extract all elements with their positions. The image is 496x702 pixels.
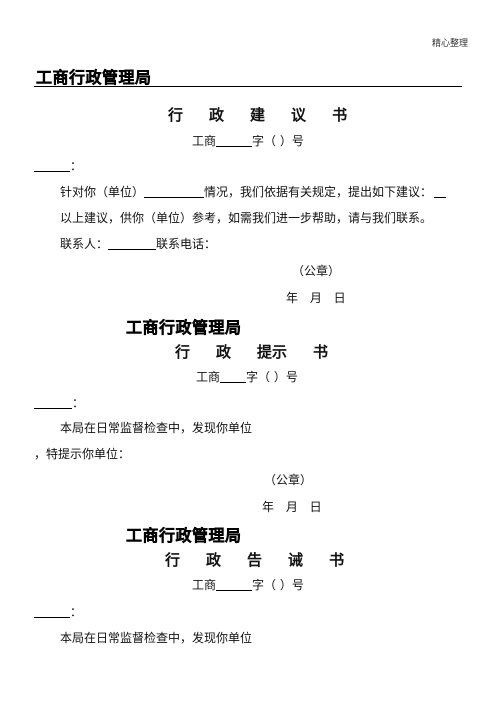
sec3-org-title: 工商行政管理局 — [126, 526, 242, 545]
sec2-body-line2: ，特提示你单位： — [34, 447, 131, 461]
addressee-blank[interactable] — [34, 160, 70, 172]
sec1-body-line2: 以上建议，供你（单位）参考，如需我们进一步帮助，请与我们联系。 — [60, 211, 433, 225]
addressee-blank[interactable] — [34, 606, 70, 618]
sec3-body-line1: 本局在日常监督检查中，发现你单位 — [60, 631, 253, 645]
number-blank[interactable] — [216, 135, 253, 147]
sec1-addressee: ： — [34, 157, 82, 174]
header-note: 精心整理 — [431, 39, 468, 49]
org-title: 工商行政管理局 — [36, 68, 152, 87]
addressee-blank[interactable] — [34, 397, 72, 409]
sec1-number: 工商字（ ）号 — [192, 134, 304, 148]
sec1-seal: （公章） — [292, 264, 341, 278]
sec1-date: 年 月 日 — [286, 291, 346, 305]
contact-blank[interactable] — [108, 238, 157, 250]
sec1-body-line1: 针对你（单位）情况，我们依据有关规定，提出如下建议： — [60, 183, 447, 200]
situation-blank[interactable] — [144, 186, 205, 198]
sec2-seal: （公章） — [264, 473, 313, 487]
sec3-number: 工商字（ ）号 — [192, 578, 304, 592]
sec1-title: 行政建议书 — [168, 106, 348, 124]
sec2-date: 年 月 日 — [262, 500, 322, 514]
sec3-addressee: ： — [34, 603, 82, 620]
sec3-title: 行政告诫书 — [165, 551, 345, 569]
sec1-contact: 联系人：联系电话： — [60, 237, 217, 251]
sec2-org-title: 工商行政管理局 — [126, 318, 242, 337]
number-blank[interactable] — [216, 579, 253, 591]
header-rule — [34, 86, 462, 87]
sec2-addressee: ： — [34, 394, 84, 411]
suggestion-blank[interactable] — [434, 186, 447, 198]
sec2-title: 行政提示书 — [175, 343, 329, 361]
sec2-number: 工商字（ ）号 — [196, 370, 298, 384]
sec2-body-line1: 本局在日常监督检查中，发现你单位 — [60, 421, 253, 435]
number-blank[interactable] — [220, 371, 247, 383]
